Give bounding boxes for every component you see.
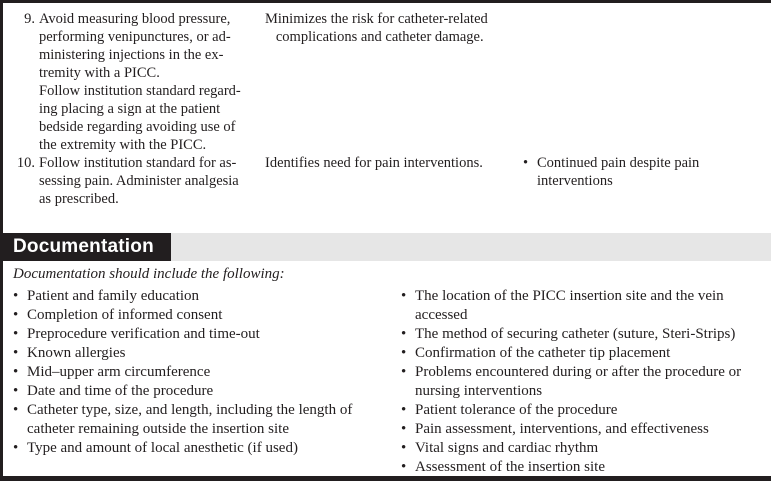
documentation-heading: Documentation (3, 233, 171, 261)
documentation-right-list: • The location of the PICC insertion site… (401, 287, 771, 477)
bullet-marker: • (401, 440, 407, 456)
list-item: • Catheter type, size, and length, includ… (13, 401, 393, 439)
bullet-marker: • (13, 364, 19, 380)
list-item-text: Patient tolerance of the procedure (415, 402, 618, 418)
row-number: 9. (24, 11, 35, 27)
list-item-text: Mid–upper arm circumference (27, 364, 211, 380)
bullet-marker: • (13, 440, 19, 456)
observation-text: Continued pain despite pain intervention… (537, 155, 700, 189)
list-item: • Type and amount of local anesthetic (if… (13, 439, 393, 458)
list-item: • The location of the PICC insertion site… (401, 287, 771, 325)
bullet-marker: • (401, 364, 407, 380)
list-item: • Patient tolerance of the procedure (401, 401, 771, 420)
list-item: • The method of securing catheter (suture… (401, 325, 771, 344)
bullet-marker: • (401, 326, 407, 342)
table-row: 10. Follow institution standard for as- … (11, 154, 771, 208)
list-item: • Preprocedure verification and time-out (13, 325, 393, 344)
documentation-right-column: • The location of the PICC insertion site… (401, 287, 771, 477)
bullet-marker: • (401, 288, 407, 304)
intervention-cell: Avoid measuring blood pressure, performi… (39, 11, 241, 153)
rationale-cell: Minimizes the risk for catheter-related … (265, 11, 488, 45)
list-item-text: Preprocedure verification and time-out (27, 326, 260, 342)
list-item-text: Completion of informed consent (27, 307, 223, 323)
list-item: • Known allergies (13, 344, 393, 363)
list-item: • Date and time of the procedure (13, 382, 393, 401)
bullet-marker: • (401, 421, 407, 437)
list-item: • Vital signs and cardiac rhythm (401, 439, 771, 458)
documentation-header-bar: Documentation (3, 233, 771, 261)
list-item-text: Date and time of the procedure (27, 383, 214, 399)
procedure-table: 9. Avoid measuring blood pressure, perfo… (3, 3, 771, 208)
row-number: 10. (16, 155, 35, 171)
list-item-text: The method of securing catheter (suture,… (415, 326, 736, 342)
bullet-marker: • (401, 459, 407, 475)
list-item-text: Vital signs and cardiac rhythm (415, 440, 599, 456)
list-item: • Pain assessment, interventions, and eff… (401, 420, 771, 439)
bullet-marker: • (13, 383, 19, 399)
page-bottom-rule (0, 476, 771, 481)
bullet-marker: • (13, 326, 19, 342)
list-item-text: Type and amount of local anesthetic (if … (27, 440, 298, 456)
bullet-marker: • (401, 402, 407, 418)
documentation-body: Documentation should include the followi… (3, 261, 771, 477)
bullet-marker: • (13, 402, 19, 418)
list-item: • Mid–upper arm circumference (13, 363, 393, 382)
list-item-text: The location of the PICC insertion site … (415, 288, 724, 323)
bullet-marker: • (13, 307, 19, 323)
list-item: • Assessment of the insertion site (401, 458, 771, 477)
list-item: • Confirmation of the catheter tip placem… (401, 344, 771, 363)
observation-cell: • Continued pain despite pain interventi… (523, 154, 699, 190)
bullet-marker: • (13, 345, 19, 361)
documentation-columns: • Patient and family education • Completio… (13, 287, 771, 477)
list-item-text: Catheter type, size, and length, includi… (27, 402, 353, 437)
bullet-marker: • (523, 155, 529, 171)
header-gray-bar (171, 233, 771, 261)
list-item: • Problems encountered during or after th… (401, 363, 771, 401)
table-row: 9. Avoid measuring blood pressure, perfo… (11, 10, 771, 154)
page-left-border (0, 0, 3, 481)
bullet-marker: • (13, 288, 19, 304)
list-item-text: Patient and family education (27, 288, 200, 304)
page-top-border (0, 0, 771, 3)
intervention-cell: Follow institution standard for as- sess… (39, 155, 239, 207)
page-content: 9. Avoid measuring blood pressure, perfo… (3, 3, 771, 477)
list-item-text: Assessment of the insertion site (415, 459, 605, 475)
documentation-intro: Documentation should include the followi… (13, 266, 285, 282)
list-item-text: Pain assessment, interventions, and effe… (415, 421, 709, 437)
list-item: • Completion of informed consent (13, 306, 393, 325)
list-item-text: Confirmation of the catheter tip placeme… (415, 345, 671, 361)
bullet-marker: • (401, 345, 407, 361)
list-item-text: Known allergies (27, 345, 126, 361)
rationale-cell: Identifies need for pain interventions. (265, 155, 483, 171)
documentation-left-column: • Patient and family education • Completio… (13, 287, 393, 477)
documentation-left-list: • Patient and family education • Completio… (13, 287, 393, 458)
list-item: • Patient and family education (13, 287, 393, 306)
list-item-text: Problems encountered during or after the… (415, 364, 742, 399)
